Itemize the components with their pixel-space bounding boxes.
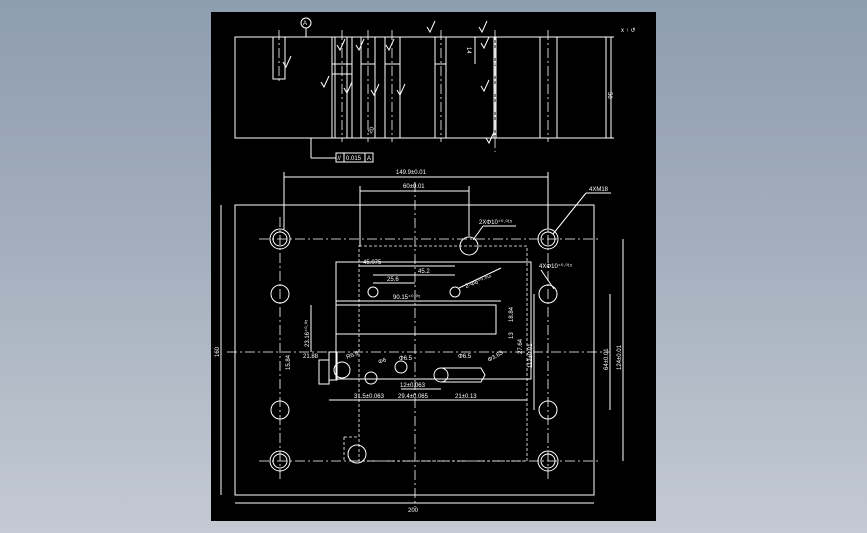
cad-drawing: x ↑ ↺ A: [215, 17, 635, 514]
flatness-frame: [335, 152, 374, 163]
pocket-7: [539, 36, 558, 139]
slot-outline: [335, 304, 497, 335]
dim-294: 29.4±0.065: [398, 394, 429, 400]
dim-3163: Φ3.63: [487, 350, 505, 364]
flatness-tolerance: 0.015: [346, 156, 362, 162]
dim-149: 149.9±0.01: [396, 170, 427, 176]
dim-12063: 12±0.063: [400, 383, 426, 389]
dim-r65: R6.5: [346, 351, 361, 361]
cad-drawing-viewport[interactable]: x ↑ ↺ A: [211, 12, 656, 521]
section-view: A 56 14: [234, 17, 614, 163]
runner-circle-1: [333, 361, 351, 379]
leader: [458, 267, 502, 289]
dim-21: 21±0.13: [455, 394, 477, 400]
pin-hole-l2: [270, 400, 290, 420]
surface-finish-marks: [282, 20, 495, 145]
section-block-3: [351, 36, 362, 139]
section-label: A: [303, 21, 307, 27]
section-block-7: [495, 36, 541, 139]
dim-20: 20: [368, 126, 377, 135]
hidden-outline: [358, 245, 528, 462]
pocket-5: [434, 63, 447, 139]
dim-160: 160: [215, 346, 221, 357]
dim-9015: 90.15⁺⁰·⁰⁵: [393, 294, 421, 301]
dim-phi65a: Φ6.5: [399, 356, 413, 362]
flatness-symbol: //: [338, 156, 342, 162]
dim-56: 56: [606, 92, 612, 99]
section-outline: [234, 36, 607, 139]
dim-2316: 23.16⁺⁰·⁰⁵: [304, 319, 311, 347]
dim-13: 13: [509, 332, 515, 339]
section-block-4: [374, 36, 386, 139]
dim-64: 64±0.01: [604, 348, 610, 370]
dim-60: 60±0.01: [403, 184, 425, 190]
dim-452: 45.2: [418, 269, 430, 275]
ejector-hole-1: [367, 286, 379, 298]
pin-hole-l1: [270, 284, 290, 304]
runner-circle-4: [433, 367, 449, 383]
dim-phi6b: Φ6: [378, 357, 388, 366]
leader: [540, 269, 555, 290]
runner-slot: [441, 367, 486, 383]
dim-200: 200: [408, 508, 419, 514]
plan-view: 149.9±0.01 60±0.01 4XM18 2XΦ10⁺⁰·⁰¹⁵ 4XΦ…: [215, 170, 624, 514]
dim-14: 14: [465, 47, 471, 54]
runner-circle-3: [394, 360, 408, 374]
runner-circle-2: [364, 371, 378, 385]
dim-2xphi10: 2XΦ10⁺⁰·⁰¹⁵: [479, 219, 513, 226]
flatness-datum: A: [367, 156, 371, 162]
dim-phi6: 2-Φ6⁺⁰·⁰¹⁵: [464, 274, 493, 290]
section-block-2: [334, 36, 348, 139]
gate-inlet: [318, 359, 330, 385]
plate-outline: [234, 204, 595, 496]
bolt-hole-br: [537, 450, 559, 472]
dim-124: 124±0.01: [617, 344, 623, 370]
leader: [472, 225, 484, 241]
dim-1884: 18.84: [509, 306, 515, 322]
bolt-hole-tl: [269, 228, 291, 250]
dim-45075: 45.075: [363, 260, 382, 266]
dim-4xm18: 4XM18: [589, 187, 609, 193]
pin-hole-r1: [538, 284, 558, 304]
dim-4xphi10: 4XΦ10⁺⁰·⁰¹⁵: [539, 263, 573, 270]
cavity-outline: [335, 261, 532, 380]
view-marker: x ↑ ↺: [621, 27, 635, 34]
dowel-hole-bottom: [347, 444, 367, 464]
ejector-hole-2: [449, 286, 461, 298]
pin-hole-r2: [538, 400, 558, 420]
dim-2764: 27.64: [518, 338, 524, 354]
dim-315: 31.5±0.063: [354, 394, 385, 400]
pocket-4: [384, 63, 401, 139]
dim-2188: 21.88: [303, 354, 319, 360]
section-block-right: [556, 36, 607, 139]
section-block-left: [234, 36, 333, 139]
section-block-5: [399, 36, 436, 139]
dim-1584: 15.84: [286, 354, 292, 370]
bolt-hole-bl: [269, 450, 291, 472]
dim-256: 25.6: [387, 277, 399, 283]
leader: [552, 192, 587, 235]
dim-phi65b: Φ6.5: [458, 354, 472, 360]
dim-112: 112±0.01: [528, 343, 534, 368]
